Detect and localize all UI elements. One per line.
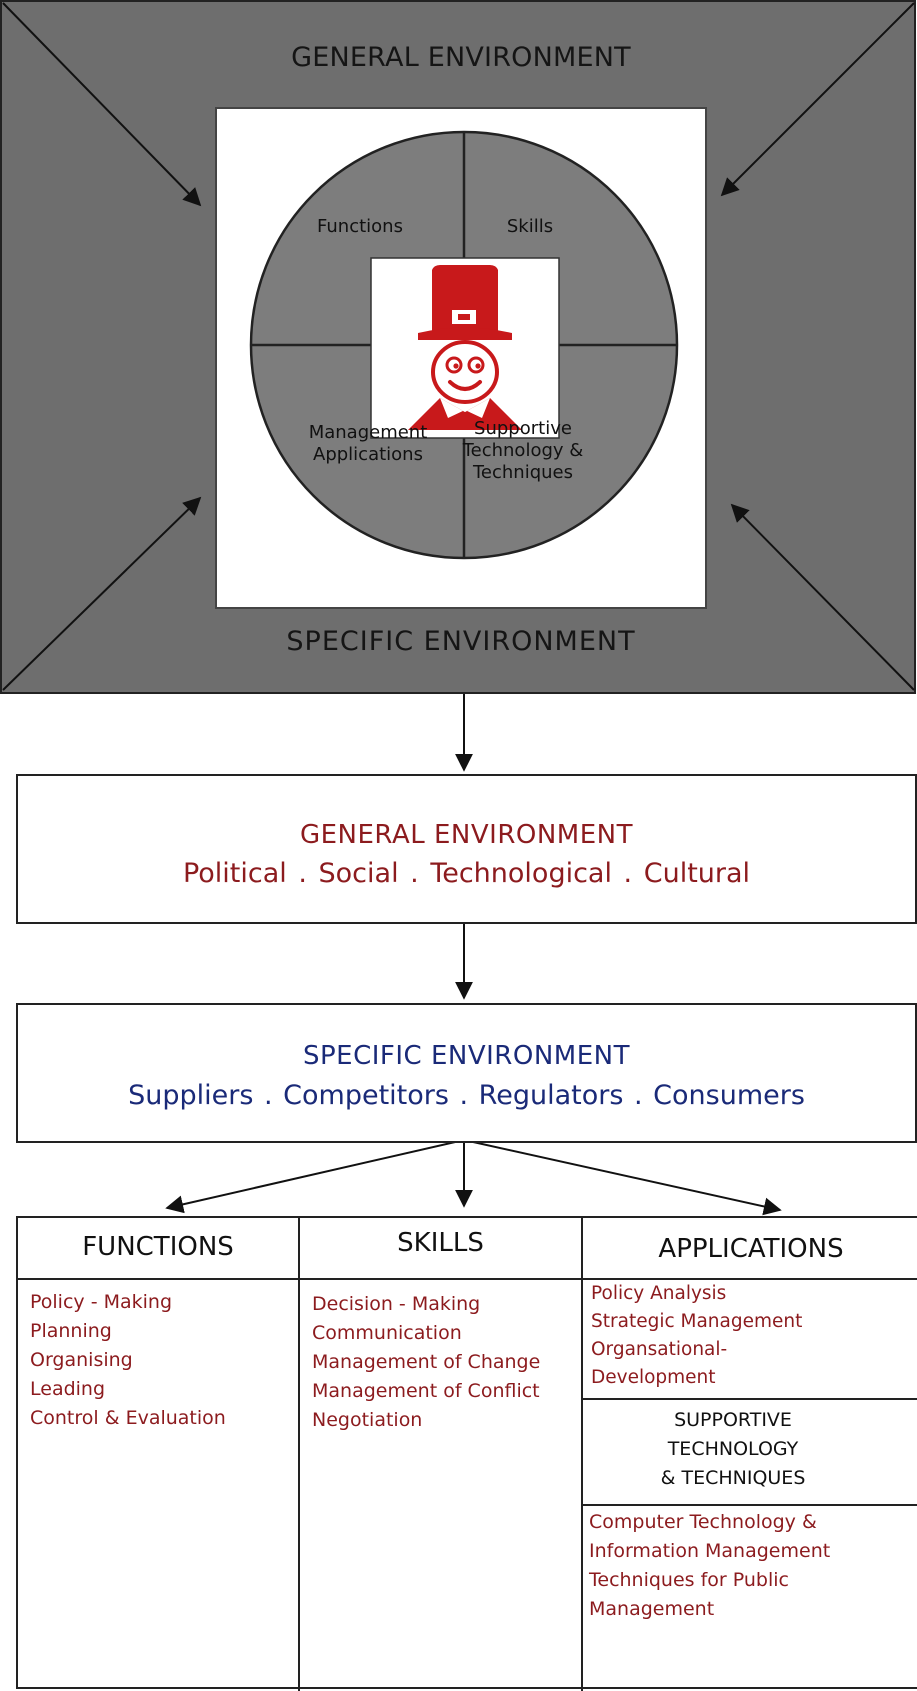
supportive-header-line: SUPPORTIVE [674,1409,792,1431]
quadrant-functions-label: Functions [317,216,403,237]
list-item: Communication [312,1322,462,1344]
quadrant-management-applications-label: Management Applications [278,422,458,466]
skills-column: SKILLS Decision - Making Communication M… [300,1218,581,1689]
general-environment-title: GENERAL ENVIRONMENT [299,820,633,850]
list-item: Techniques for Public [589,1569,790,1591]
list-item: Policy Analysis [591,1283,727,1304]
arrow-to-functions [165,1139,465,1214]
skills-list: Decision - Making Communication Manageme… [312,1290,573,1435]
list-item: Organising [30,1349,133,1371]
list-item: Negotiation [312,1409,423,1431]
table-header-separator [18,1278,917,1280]
supportive-separator-top [583,1398,917,1400]
list-item: Organsational- [591,1339,728,1360]
arrow-to-applications [463,1139,782,1216]
list-item: Control & Evaluation [30,1407,226,1429]
supportive-header-line: & TECHNIQUES [660,1467,806,1489]
quadrant-management-line: Management [308,422,428,443]
applications-header: APPLICATIONS [658,1234,844,1264]
list-item: Planning [30,1320,112,1342]
list-item: Management of Conflict [312,1380,540,1402]
specific-environment-subtitle: Suppliers . Competitors . Regulators . C… [128,1080,805,1111]
outer-top-label: GENERAL ENVIRONMENT [291,42,631,73]
quadrant-applications-line: Applications [313,444,423,465]
table-divider-2 [581,1218,583,1691]
table-divider-1 [298,1218,300,1691]
arrow-top-right [720,2,915,197]
applications-list: Policy Analysis Strategic Management Org… [591,1280,911,1392]
arrow-top-left [2,2,202,207]
environment-frame [0,0,916,694]
quadrant-techniques-line: Techniques [472,462,573,483]
list-item: Management [589,1598,715,1620]
quadrant-supportive-label: Supportive Technology & Techniques [448,418,598,484]
supportive-separator-bottom [583,1504,917,1506]
list-item: Strategic Management [591,1311,803,1332]
arrow-bottom-right [730,503,915,691]
list-item: Management of Change [312,1351,541,1373]
components-table: FUNCTIONS Policy - Making Planning Organ… [16,1216,917,1691]
list-item: Policy - Making [30,1291,173,1313]
supportive-header: SUPPORTIVE TECHNOLOGY & TECHNIQUES [583,1406,883,1493]
general-environment-subtitle: Political . Social . Technological . Cul… [182,858,751,889]
functions-list: Policy - Making Planning Organising Lead… [30,1288,290,1433]
quadrant-skills-label: Skills [506,216,554,237]
quadrant-supportive-line: Supportive [474,418,572,439]
list-item: Computer Technology & [589,1511,817,1533]
list-item: Leading [30,1378,106,1400]
applications-column: APPLICATIONS Policy Analysis Strategic M… [583,1218,917,1689]
quadrant-technology-line: Technology & [462,440,584,461]
outer-bottom-label: SPECIFIC ENVIRONMENT [286,626,636,657]
specific-environment-title: SPECIFIC ENVIRONMENT [303,1041,630,1071]
skills-header: SKILLS [397,1228,484,1258]
functions-header: FUNCTIONS [82,1232,234,1262]
arrow-bottom-left [2,496,202,691]
functions-column: FUNCTIONS Policy - Making Planning Organ… [18,1218,298,1689]
general-environment-box: GENERAL ENVIRONMENT Political . Social .… [16,774,917,924]
pilgrim-mascot-icon [408,265,522,430]
list-item: Information Management [589,1540,831,1562]
supportive-list: Computer Technology & Information Manage… [589,1508,911,1624]
list-item: Development [591,1367,716,1388]
environment-diagram: GENERAL ENVIRONMENT SPECIFIC ENVIRONMENT… [0,0,917,700]
list-item: Decision - Making [312,1293,481,1315]
specific-environment-box: SPECIFIC ENVIRONMENT Suppliers . Competi… [16,1003,917,1143]
supportive-header-line: TECHNOLOGY [667,1438,799,1460]
